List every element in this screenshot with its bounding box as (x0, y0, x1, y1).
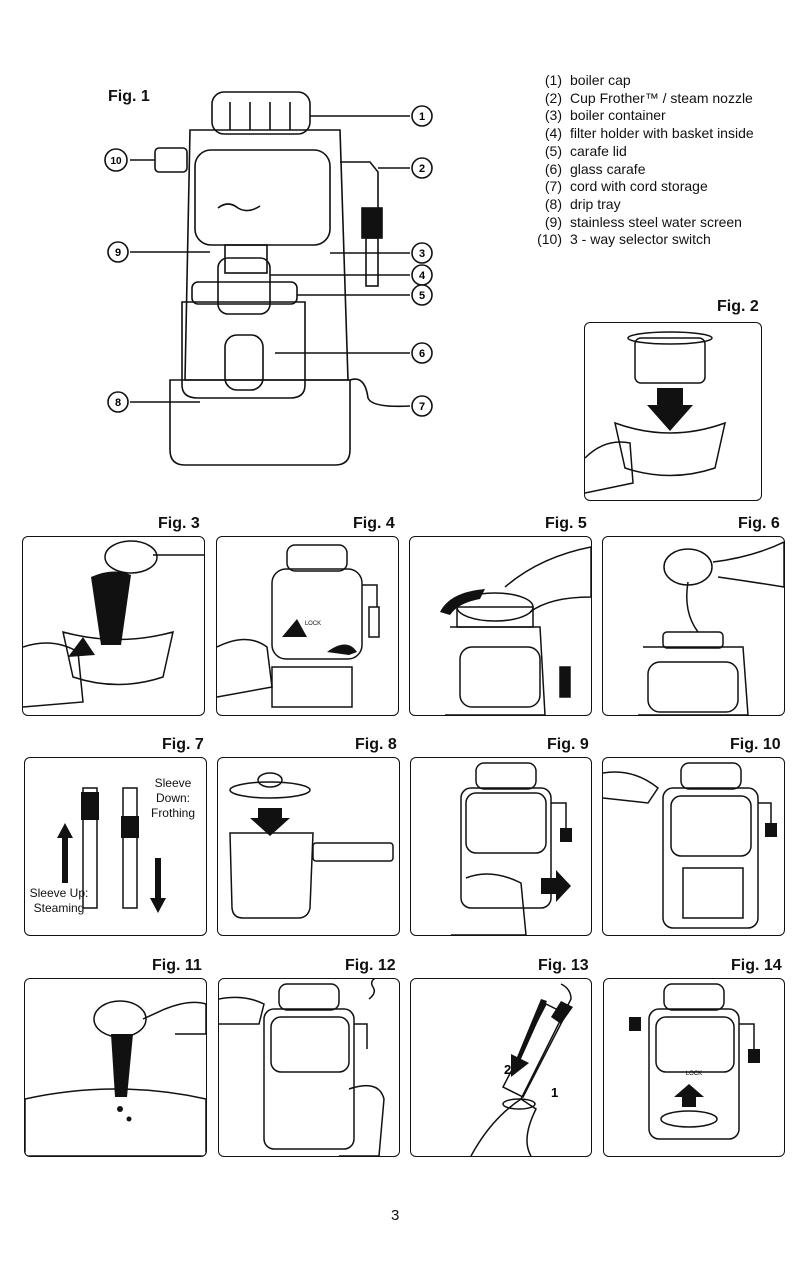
fig8-label: Fig. 8 (355, 736, 397, 753)
step-2-label: 2 (504, 1062, 511, 1077)
fig11-panel (24, 978, 207, 1157)
fig14-label: Fig. 14 (731, 957, 782, 974)
sleeve-down-note: Sleeve Down: Frothing (150, 776, 196, 820)
legend-item: (9)stainless steel water screen (544, 213, 742, 230)
callout-2: 2 (419, 163, 425, 175)
legend-item: (6)glass carafe (544, 160, 646, 177)
step-1-label: 1 (551, 1085, 558, 1100)
parts-legend: (1)boiler cap (2)Cup Frother™ / steam no… (520, 72, 754, 249)
legend-item: (10)3 - way selector switch (537, 231, 711, 248)
fig1-label: Fig. 1 (108, 88, 150, 105)
fig2-label: Fig. 2 (717, 298, 759, 315)
fig9-panel (410, 757, 592, 936)
fig2-panel (584, 322, 762, 501)
legend-item: (1)boiler cap (544, 72, 631, 88)
fig14-panel: LOCK (603, 978, 785, 1157)
fig4-panel: LOCK (216, 536, 399, 716)
callout-9: 9 (115, 247, 121, 259)
fig3-label: Fig. 3 (158, 515, 200, 532)
fig11-label: Fig. 11 (152, 957, 202, 974)
fig12-panel (218, 978, 400, 1157)
lock-text: LOCK (305, 621, 321, 627)
fig7-label: Fig. 7 (162, 736, 204, 753)
callout-6: 6 (419, 348, 425, 360)
callout-3: 3 (419, 248, 425, 260)
fig3-panel (22, 536, 205, 716)
legend-item: (3)boiler container (544, 107, 666, 124)
callout-4: 4 (419, 270, 426, 282)
fig5-panel (409, 536, 592, 716)
legend-item: (4)filter holder with basket inside (544, 125, 754, 142)
lock-text: LOCK (686, 1071, 702, 1077)
fig1-illustration: 1 2 3 4 5 6 7 8 9 10 (104, 91, 433, 466)
callout-1: 1 (419, 111, 425, 123)
fig8-panel (217, 757, 400, 936)
fig13-panel: 2 1 (410, 978, 592, 1157)
sleeve-up-note: Sleeve Up: Steaming (29, 886, 89, 915)
legend-item: (7)cord with cord storage (544, 178, 708, 195)
fig10-label: Fig. 10 (730, 736, 781, 753)
fig9-label: Fig. 9 (547, 736, 589, 753)
fig13-label: Fig. 13 (538, 957, 589, 974)
legend-item: (2)Cup Frother™ / steam nozzle (544, 89, 753, 106)
callout-5: 5 (419, 290, 425, 302)
page-number: 3 (391, 1207, 400, 1224)
fig4-label: Fig. 4 (353, 515, 395, 532)
fig6-label: Fig. 6 (738, 515, 780, 532)
callout-10: 10 (110, 156, 122, 167)
fig5-label: Fig. 5 (545, 515, 587, 532)
fig7-panel: Sleeve Down: Frothing Sleeve Up: Steamin… (24, 757, 207, 936)
legend-item: (5)carafe lid (544, 142, 627, 159)
fig12-label: Fig. 12 (345, 957, 396, 974)
callout-8: 8 (115, 397, 121, 409)
fig6-panel (602, 536, 785, 716)
fig10-panel (602, 757, 785, 936)
legend-item: (8)drip tray (544, 195, 621, 212)
callout-7: 7 (419, 401, 425, 413)
